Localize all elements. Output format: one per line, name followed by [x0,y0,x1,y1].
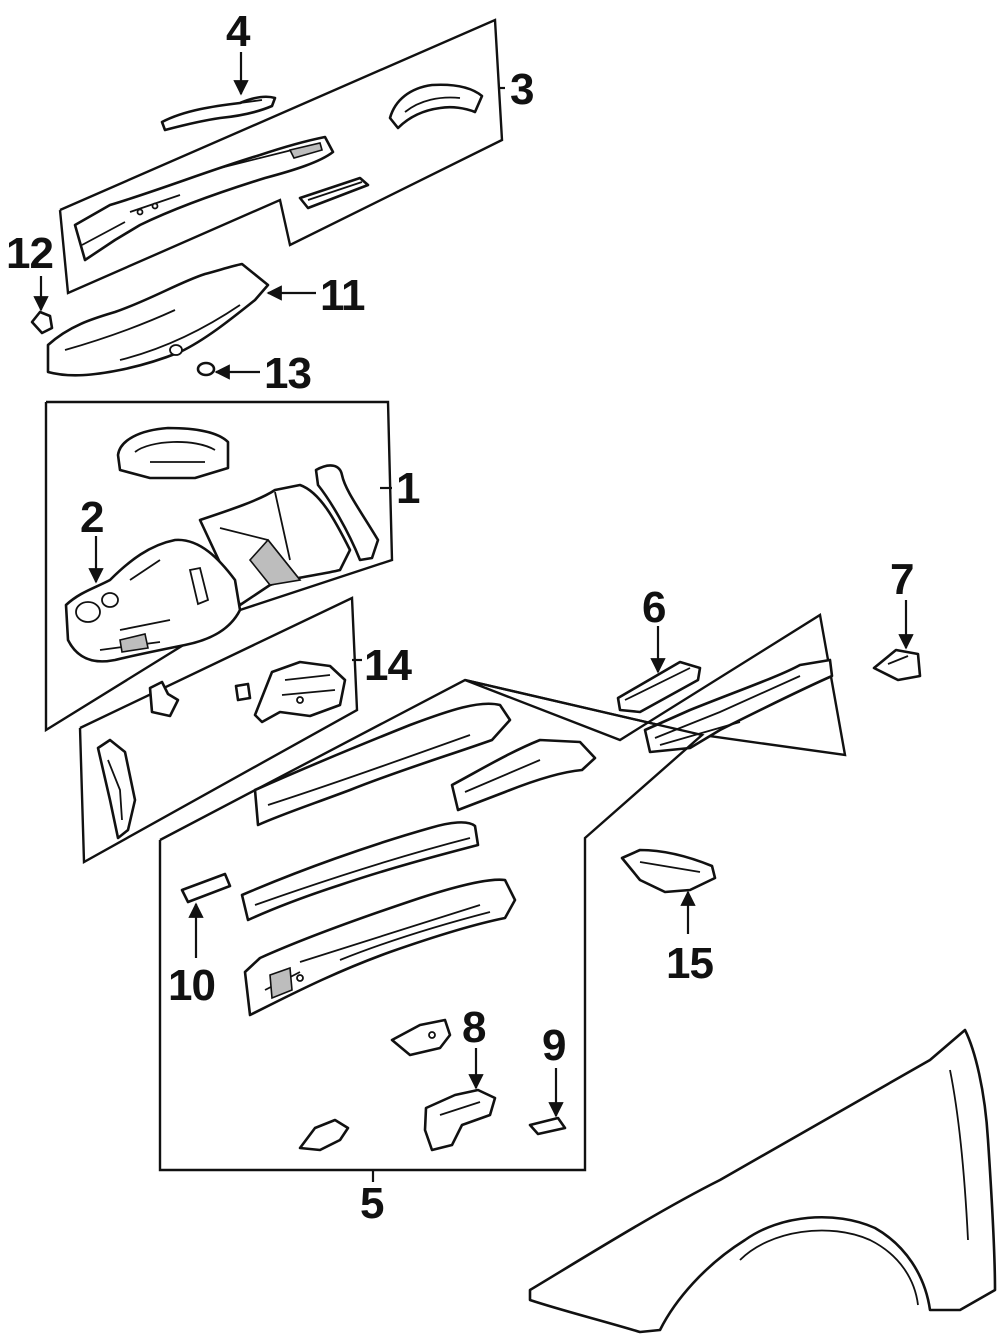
group-14-support-assembly: 14 [78,596,413,865]
fender[interactable] [528,1028,997,1334]
group-5-box [158,678,705,1172]
callout-6: 6 [642,583,665,632]
part-9-plate[interactable] [528,1116,567,1136]
part-2-wheelhouse[interactable] [64,538,242,663]
part-5-rear-bracket[interactable] [450,738,597,812]
part-1-tower[interactable] [198,483,352,607]
part-1-strut-cap[interactable] [116,426,230,480]
callout-12: 12 [6,229,53,278]
part-13-grommet[interactable] [196,361,216,377]
part-14-small-clip[interactable] [148,680,180,718]
part-3-reinforcement-strip[interactable] [298,176,370,210]
part-7-bracket[interactable] [872,648,922,682]
group-5-frame-rail-assembly: 5 8 9 10 [158,678,705,1228]
part-5-bolt-bracket[interactable] [298,1118,350,1152]
callout-1: 1 [396,464,420,513]
group-6-side-rail: 6 [464,583,847,757]
callout-5: 5 [360,1179,384,1228]
callout-15: 15 [666,939,713,988]
callout-8: 8 [462,1003,486,1052]
part-6-reinforcement[interactable] [616,660,702,714]
part-10-bracket[interactable] [180,872,232,904]
callout-4: 4 [226,7,251,56]
part-8-bracket[interactable] [423,1088,497,1152]
part-12-clip[interactable] [30,310,54,335]
part-3-rear-bracket[interactable] [388,83,484,130]
part-4-bracket[interactable] [160,95,277,132]
callout-9: 9 [542,1021,565,1070]
callout-3: 3 [510,65,533,114]
part-5-upper-rail[interactable] [253,702,512,827]
part-11-apron[interactable] [46,262,270,377]
part-14-spacer[interactable] [234,682,252,702]
part-1-corner-strip[interactable] [314,464,380,562]
part-14-left-bracket[interactable] [96,738,137,840]
group-14-box [78,596,359,865]
callout-13: 13 [264,349,311,398]
part-3-upper-rail[interactable] [73,135,335,262]
part-5-middle-rail[interactable] [240,821,480,922]
callout-11: 11 [320,271,365,320]
part-15-bracket[interactable] [620,848,717,894]
group-3-rail-assembly: 3 4 [58,7,534,295]
part-5-small-bracket[interactable] [390,1018,452,1057]
callout-10: 10 [168,961,215,1010]
group-1-wheelhouse-assembly: 1 2 [44,400,421,733]
callout-2: 2 [80,493,103,542]
part-14-plate[interactable] [253,660,347,724]
callout-7: 7 [890,555,913,604]
callout-14: 14 [364,641,412,690]
group-3-box [58,18,504,295]
group-1-box [44,400,394,733]
part-5-lower-rail[interactable] [243,878,517,1017]
